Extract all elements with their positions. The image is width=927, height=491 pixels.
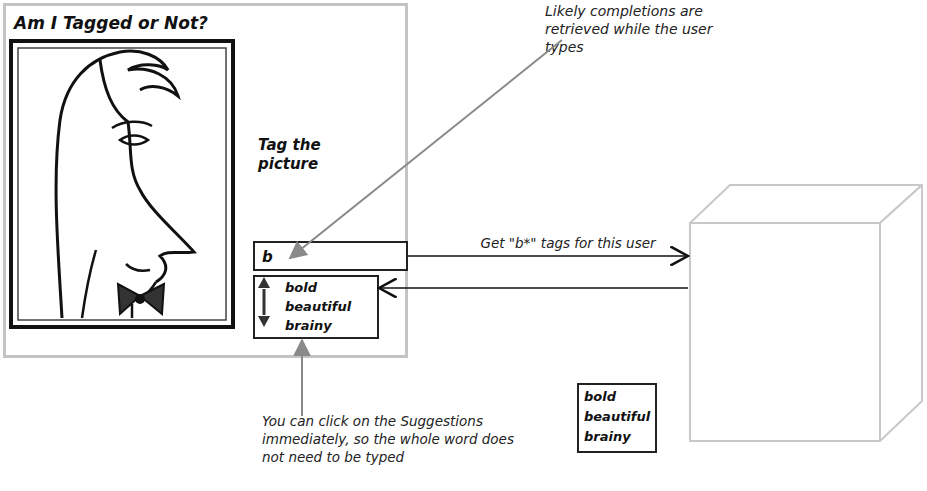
suggestion-item: bold: [285, 279, 375, 297]
suggestion-item: beautiful: [285, 298, 375, 316]
flow-arrow: [408, 255, 688, 257]
app-window: Am I Tagged or Not?Tag the picturebboldb…: [3, 3, 408, 358]
cartoon-picture: [11, 41, 233, 327]
tag-item: beautiful: [584, 408, 656, 426]
suggestion-item: brainy: [285, 317, 375, 335]
callout-note: Likely completions are retrieved while t…: [545, 2, 725, 56]
edge-label: Get "b*" tags for this user: [448, 234, 688, 252]
tag-input-box: b: [253, 241, 408, 271]
server-cube: [688, 183, 924, 443]
flow-arrow: [379, 287, 688, 289]
tag-item: bold: [584, 388, 656, 406]
tag-item: brainy: [584, 428, 656, 446]
field-label: Tag the picture: [258, 136, 346, 174]
window-title: Am I Tagged or Not?: [14, 12, 314, 34]
cube-outline: [688, 183, 924, 443]
typed-text: b: [262, 248, 302, 266]
callout-leader: [301, 340, 303, 416]
suggestion-list: boldbeautifulbrainy: [253, 275, 379, 339]
callout-note: You can click on the Suggestions immedia…: [262, 412, 524, 466]
returned-tags-box: bold beautiful brainy: [577, 383, 657, 453]
callout-leader: [290, 40, 562, 258]
